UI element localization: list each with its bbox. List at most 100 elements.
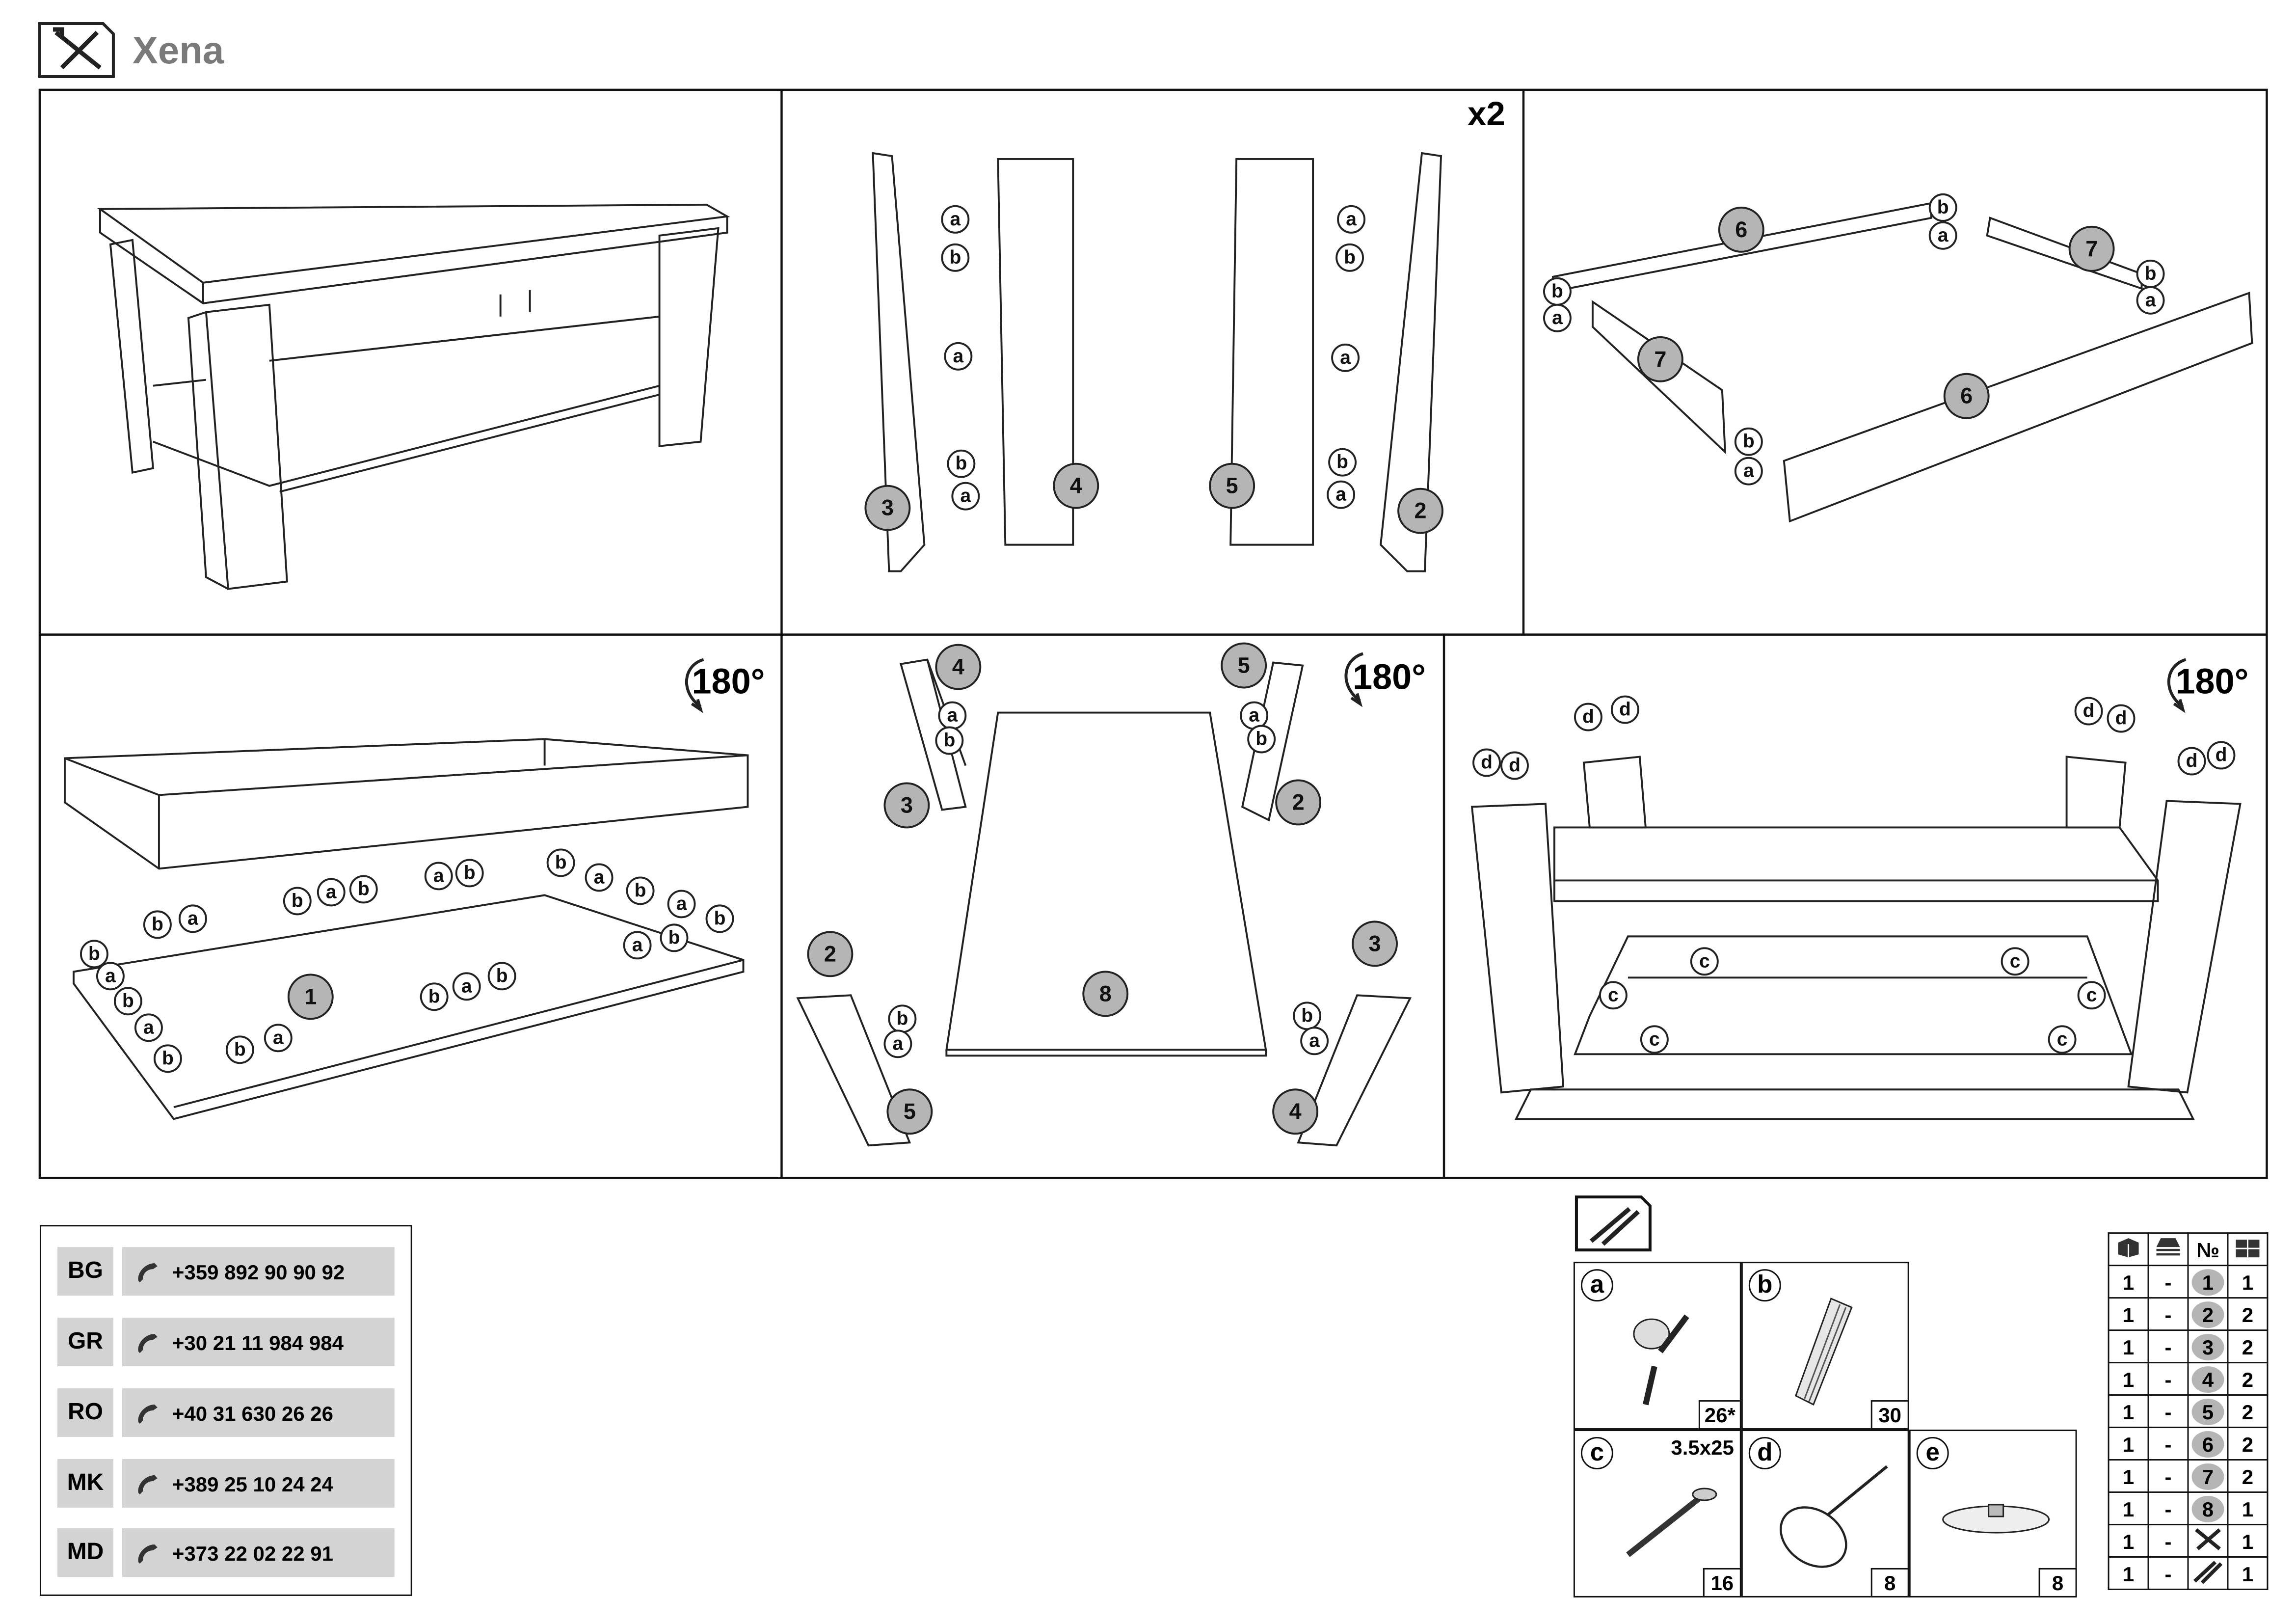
part-number: 6 xyxy=(2187,1427,2229,1461)
connector-callout xyxy=(941,243,970,272)
connector-callout xyxy=(1734,427,1763,456)
part-number-badge: 2 xyxy=(2191,1300,2224,1327)
connector-callout xyxy=(487,962,516,991)
callout-label: a xyxy=(893,1033,904,1054)
package-count: 1 xyxy=(2108,1297,2149,1331)
callout-label: b xyxy=(896,1008,908,1029)
callout-label: a xyxy=(953,346,964,367)
connector-callout xyxy=(455,859,484,888)
part-number-callout xyxy=(1275,779,1322,826)
part-quantity: 1 xyxy=(2227,1523,2269,1558)
callout-label: 4 xyxy=(952,654,964,679)
screw-size: 3.5x25 xyxy=(1671,1435,1734,1460)
callout-label: c xyxy=(1699,950,1710,972)
stack-count: - xyxy=(2147,1556,2189,1590)
callout-label: d xyxy=(2115,708,2127,729)
part-number-callout xyxy=(1637,336,1683,382)
phone-text: +373 22 02 22 91 xyxy=(172,1541,333,1565)
callout-label: d xyxy=(1481,752,1493,773)
part-number-callout xyxy=(1718,206,1764,253)
callout-label: a xyxy=(594,866,605,888)
rotate-label-shelf: 180° xyxy=(692,662,765,703)
callout-label: b xyxy=(152,914,163,935)
callout-label: 5 xyxy=(1238,653,1250,678)
part-number: 2 xyxy=(2187,1297,2229,1331)
connector-callout xyxy=(883,1029,912,1058)
phone-number: +40 31 630 26 26 xyxy=(122,1388,395,1437)
final-assembly-drawing xyxy=(1470,756,2242,1120)
part-number-callout xyxy=(1943,373,1990,419)
connector-callout xyxy=(667,890,696,919)
callout-label: 4 xyxy=(1070,473,1082,498)
part-number: 5 xyxy=(2187,1394,2229,1429)
part-quantity: 2 xyxy=(2227,1394,2269,1429)
callout-label: b xyxy=(1551,281,1563,302)
stack-count: - xyxy=(2147,1394,2189,1429)
connector-callout xyxy=(2207,741,2236,770)
callout-label: 2 xyxy=(824,941,836,966)
part-quantity: 2 xyxy=(2227,1297,2269,1331)
callout-label: b xyxy=(464,862,476,883)
callout-label: b xyxy=(1301,1005,1313,1026)
callout-label: d xyxy=(2083,701,2095,722)
phone-number: +373 22 02 22 91 xyxy=(122,1528,395,1577)
callout-label: d xyxy=(1509,755,1521,776)
package-icon xyxy=(2108,1232,2149,1267)
connector-callout xyxy=(585,863,614,892)
hardware-item-b: b 30 xyxy=(1741,1262,1909,1430)
callout-label: 2 xyxy=(1292,789,1305,814)
callout-label: a xyxy=(273,1027,284,1048)
hardware-letter: a xyxy=(1580,1269,1613,1302)
phone-text: +389 25 10 24 24 xyxy=(172,1471,333,1495)
callout-label: b xyxy=(88,943,100,964)
callout-label: b xyxy=(496,965,508,986)
connector-callout xyxy=(2074,697,2103,726)
callout-label: a xyxy=(2145,290,2156,311)
part-number-callout xyxy=(883,782,930,829)
part-number-callout xyxy=(1397,487,1443,534)
panel-stack-icon xyxy=(2147,1232,2189,1267)
shelf-assembly-drawing xyxy=(64,738,749,1120)
callout-label: a xyxy=(1340,347,1351,368)
phone-text: +359 892 90 90 92 xyxy=(172,1259,345,1283)
connector-callout xyxy=(349,875,378,904)
hardware-letter: c xyxy=(1580,1437,1613,1470)
callout-label: a xyxy=(143,1017,154,1038)
rotate-label-final: 180° xyxy=(2175,662,2249,703)
callout-label: 1 xyxy=(304,984,317,1009)
callout-label: 3 xyxy=(881,495,894,520)
connector-callout xyxy=(1335,243,1364,272)
callout-label: a xyxy=(187,908,198,929)
part-quantity: 1 xyxy=(2227,1491,2269,1525)
felt-pad-icon xyxy=(1942,1504,2050,1534)
callout-label: b xyxy=(1743,431,1755,452)
callout-label: a xyxy=(1249,705,1259,726)
callout-label: b xyxy=(949,247,961,268)
connector-callout xyxy=(1599,981,1628,1010)
part-quantity: 2 xyxy=(2227,1459,2269,1493)
connector-callout xyxy=(225,1035,254,1064)
callout-label: b xyxy=(1937,197,1949,218)
connector-callout xyxy=(1543,303,1572,332)
connector-callout xyxy=(951,482,980,511)
part-number-callout xyxy=(807,931,854,977)
connector-callout xyxy=(1331,343,1360,372)
hardware-count: 8 xyxy=(2038,1568,2077,1597)
part-number-callout xyxy=(1209,462,1255,509)
callout-label: a xyxy=(326,881,337,902)
part-quantity: 1 xyxy=(2227,1556,2269,1590)
connector-callout xyxy=(941,205,970,234)
parts-table-header: № xyxy=(2108,1232,2269,1267)
part-quantity: 2 xyxy=(2227,1427,2269,1461)
connector-callout xyxy=(1247,725,1276,754)
part-number-callout xyxy=(1272,1088,1319,1135)
connector-callout xyxy=(1500,751,1529,780)
rotate-arrows xyxy=(685,652,2187,713)
callout-label: b xyxy=(1336,452,1348,473)
connector-callout xyxy=(660,923,689,952)
callout-label: b xyxy=(428,986,440,1007)
